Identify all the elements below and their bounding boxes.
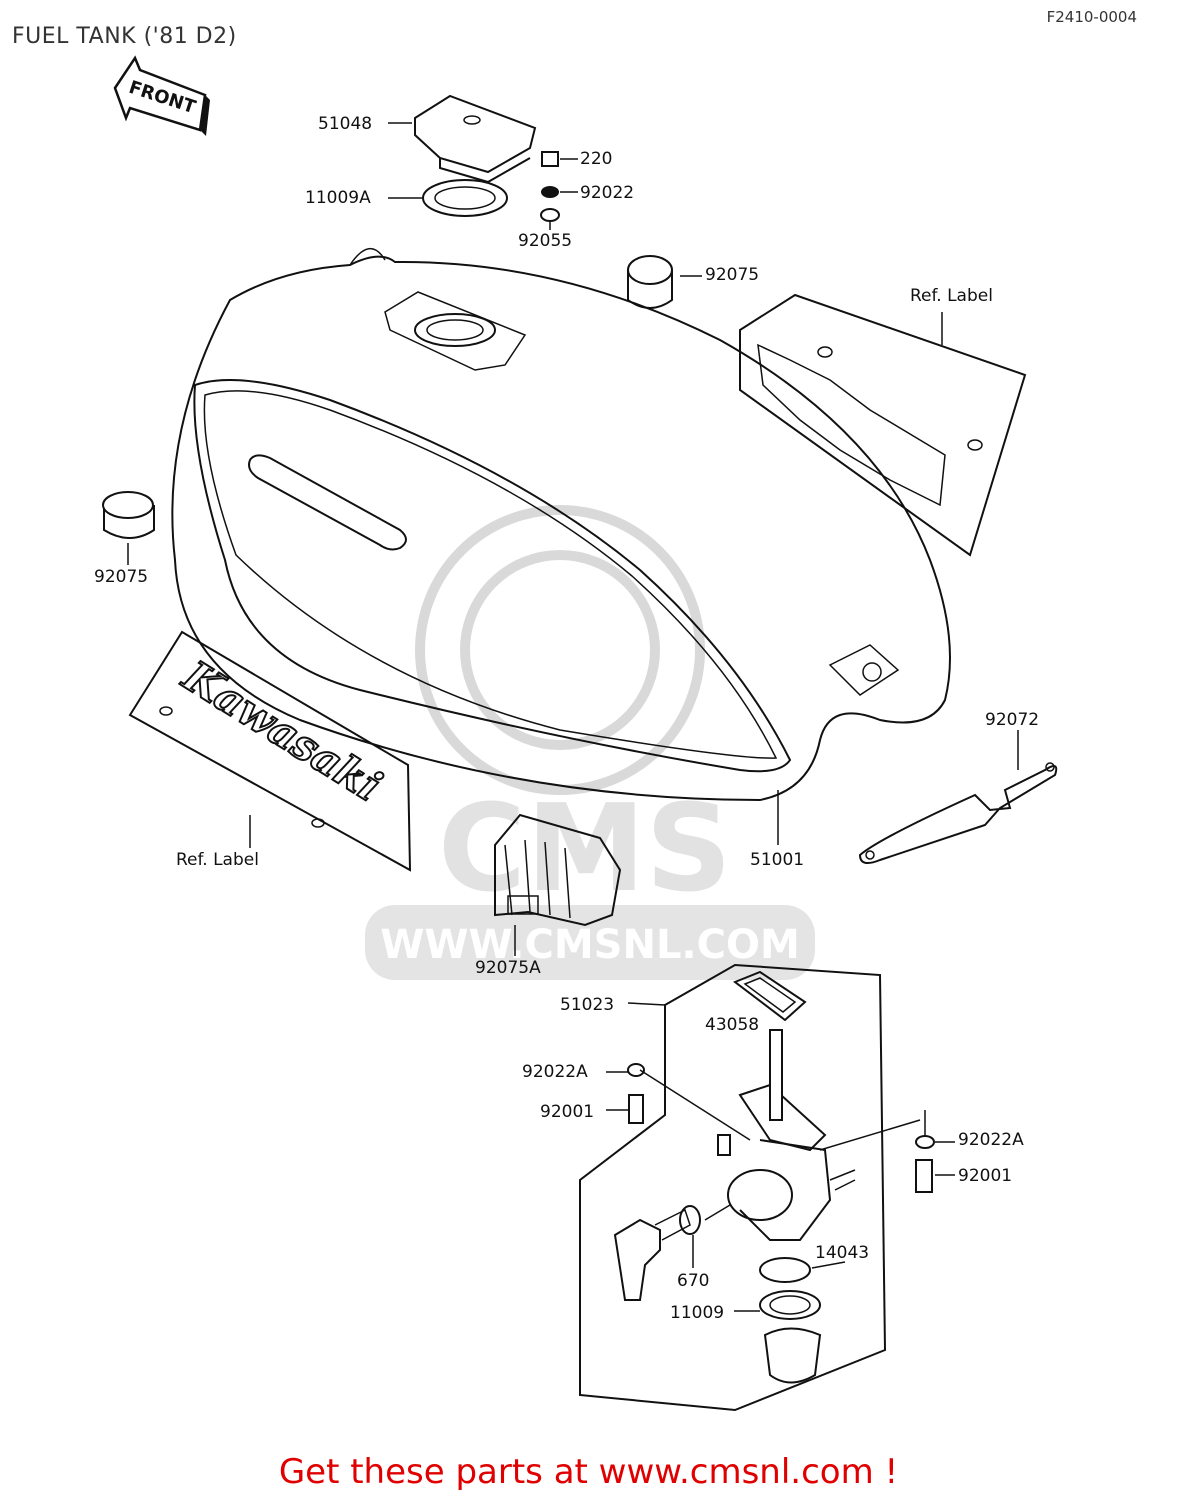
part-label-92022a-right: 92022A — [958, 1130, 1024, 1150]
part-label-92022a-left: 92022A — [522, 1062, 588, 1082]
bracket-92072 — [858, 730, 1058, 865]
watermark-url: WWW.CMSNL.COM — [380, 922, 800, 968]
fuel-tank-body — [171, 248, 951, 845]
damper-92075a — [494, 813, 622, 956]
watermark-brand: CMS — [438, 780, 732, 919]
damper-rubber-top — [627, 255, 702, 309]
part-label-92075-left: 92075 — [94, 567, 149, 587]
part-label-92075a: 92075A — [475, 958, 541, 978]
page-title: FUEL TANK ('81 D2) — [12, 24, 237, 49]
part-label-51048: 51048 — [318, 114, 373, 134]
part-label-11009a: 11009A — [305, 188, 371, 208]
part-label-51001: 51001 — [750, 850, 805, 870]
part-label-92055: 92055 — [518, 231, 573, 251]
part-label-43058: 43058 — [705, 1015, 760, 1035]
kawasaki-logo: Kawasaki — [174, 651, 390, 811]
part-label-92022: 92022 — [580, 183, 635, 203]
screw-washer-set — [540, 151, 578, 230]
part-label-11009: 11009 — [670, 1303, 725, 1323]
part-label-51023: 51023 — [560, 995, 615, 1015]
part-label-92001-right: 92001 — [958, 1166, 1013, 1186]
watermark-graphic: CMS WWW.CMSNL.COM — [365, 505, 815, 980]
damper-rubber-left — [102, 491, 155, 565]
label-panel-right — [739, 293, 1027, 557]
footer-link-text[interactable]: Get these parts at www.cmsnl.com ! — [278, 1452, 899, 1492]
fuel-cap-part — [388, 94, 537, 184]
ref-label-left: Ref. Label — [176, 850, 259, 870]
label-panel-left: Kawasaki — [128, 630, 412, 872]
diagram-code: F2410-0004 — [1046, 8, 1137, 26]
part-label-92075-top: 92075 — [705, 265, 760, 285]
ref-label-right: Ref. Label — [910, 286, 993, 306]
part-label-220: 220 — [580, 149, 613, 169]
gasket-part — [388, 179, 508, 217]
part-label-14043: 14043 — [815, 1243, 870, 1263]
part-label-670: 670 — [677, 1271, 710, 1291]
part-label-92072: 92072 — [985, 710, 1040, 730]
front-arrow-icon: FRONT — [113, 55, 210, 136]
fuel-cock-assembly — [579, 963, 955, 1412]
part-label-92001-left: 92001 — [540, 1102, 595, 1122]
